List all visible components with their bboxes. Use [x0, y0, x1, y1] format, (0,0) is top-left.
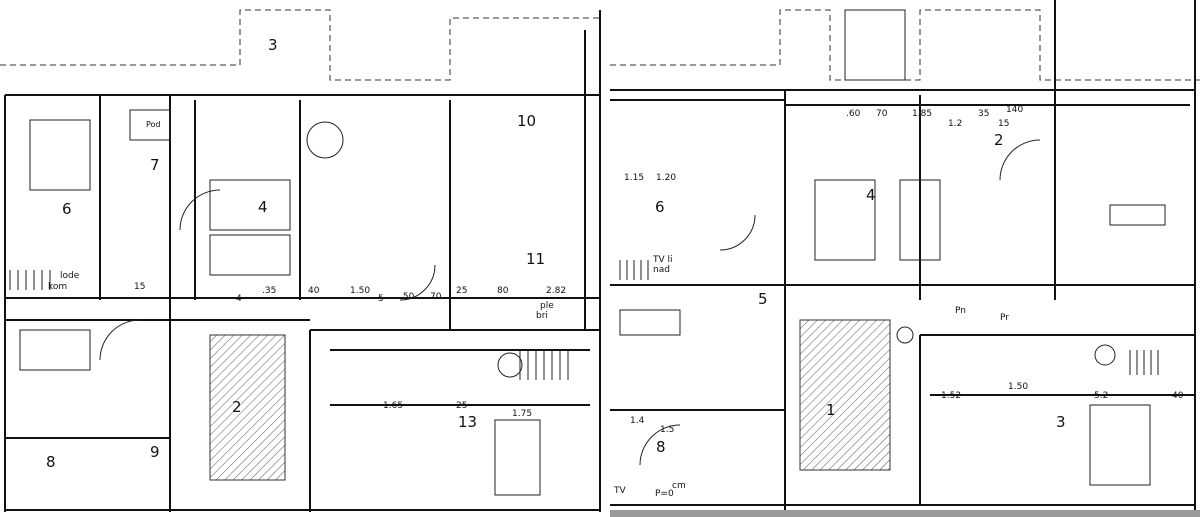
- dimension-label: 1.52: [941, 391, 962, 401]
- left-stair-hatch: [209, 334, 286, 481]
- note-label: lode: [60, 271, 80, 281]
- sheet-divider: [604, 0, 610, 517]
- room-number: 8: [656, 438, 666, 456]
- dimension-label: 80: [497, 286, 509, 296]
- dimension-label: 15: [134, 282, 146, 292]
- note-label: TV: [614, 486, 626, 496]
- dimension-label: 1.85: [912, 109, 933, 119]
- room-number: 2: [232, 398, 242, 416]
- dimension-label: .35: [262, 286, 277, 296]
- dimension-label: 15: [998, 119, 1010, 129]
- room-number: 3: [268, 36, 278, 54]
- dimension-label: 5: [378, 294, 384, 304]
- dimension-label: 40: [1172, 391, 1184, 401]
- room-number: 11: [526, 250, 546, 268]
- room-number: 3: [1056, 413, 1066, 431]
- room-number: 1: [826, 401, 836, 419]
- dimension-label: 1.50: [1008, 382, 1029, 392]
- right-plan-walls: [604, 0, 1200, 512]
- note-label: TV li: [653, 255, 673, 265]
- dimension-label: 1.65: [383, 401, 404, 411]
- note-label: bri: [536, 311, 548, 321]
- dimension-label: 1.2: [948, 119, 963, 129]
- dimension-label: 4: [236, 294, 242, 304]
- room-number: 10: [517, 112, 537, 130]
- dimension-label: 140: [1006, 105, 1024, 115]
- dimension-label: .60: [846, 109, 861, 119]
- left-stair-lines: [9, 270, 569, 380]
- dimension-label: 70: [876, 109, 888, 119]
- note-label: Pn: [955, 306, 966, 316]
- right-stair-lines: [619, 260, 1159, 375]
- room-number: 6: [62, 200, 72, 218]
- room-number: 9: [150, 443, 160, 461]
- dimension-label: 1.15: [624, 173, 645, 183]
- dimension-label: 40: [308, 286, 320, 296]
- note-label: Pr: [1000, 313, 1009, 323]
- room-number: 2: [994, 131, 1004, 149]
- room-number: 13: [458, 413, 478, 431]
- dimension-label: 1.75: [512, 409, 533, 419]
- note-label: ple: [540, 301, 554, 311]
- dimension-label: 5.2: [1094, 391, 1109, 401]
- note-label: cm: [672, 481, 686, 491]
- note-label: P=0: [655, 489, 674, 499]
- note-label: Pod: [146, 120, 161, 129]
- room-number: 4: [866, 186, 876, 204]
- dimension-label: 1.50: [350, 286, 371, 296]
- dimension-label: 1.5: [660, 425, 675, 435]
- bottom-strip: [610, 510, 1200, 517]
- dimension-label: .50: [400, 292, 415, 302]
- room-number: 7: [150, 156, 160, 174]
- dimension-label: 25: [456, 286, 468, 296]
- note-label: nad: [653, 265, 670, 275]
- dimension-label: 2.82: [546, 286, 567, 296]
- right-stair-hatch: [799, 319, 891, 471]
- dimension-label: 25: [456, 401, 468, 411]
- left-plan-walls: [0, 9, 601, 512]
- dimension-label: 70: [430, 292, 442, 302]
- dimension-label: 35: [978, 109, 990, 119]
- room-number: 8: [46, 453, 56, 471]
- room-number: 4: [258, 198, 268, 216]
- note-label: kom: [48, 282, 68, 292]
- room-number: 6: [655, 198, 665, 216]
- dimension-label: 1.20: [656, 173, 677, 183]
- dimension-label: 1.4: [630, 416, 645, 426]
- room-number: 5: [758, 290, 768, 308]
